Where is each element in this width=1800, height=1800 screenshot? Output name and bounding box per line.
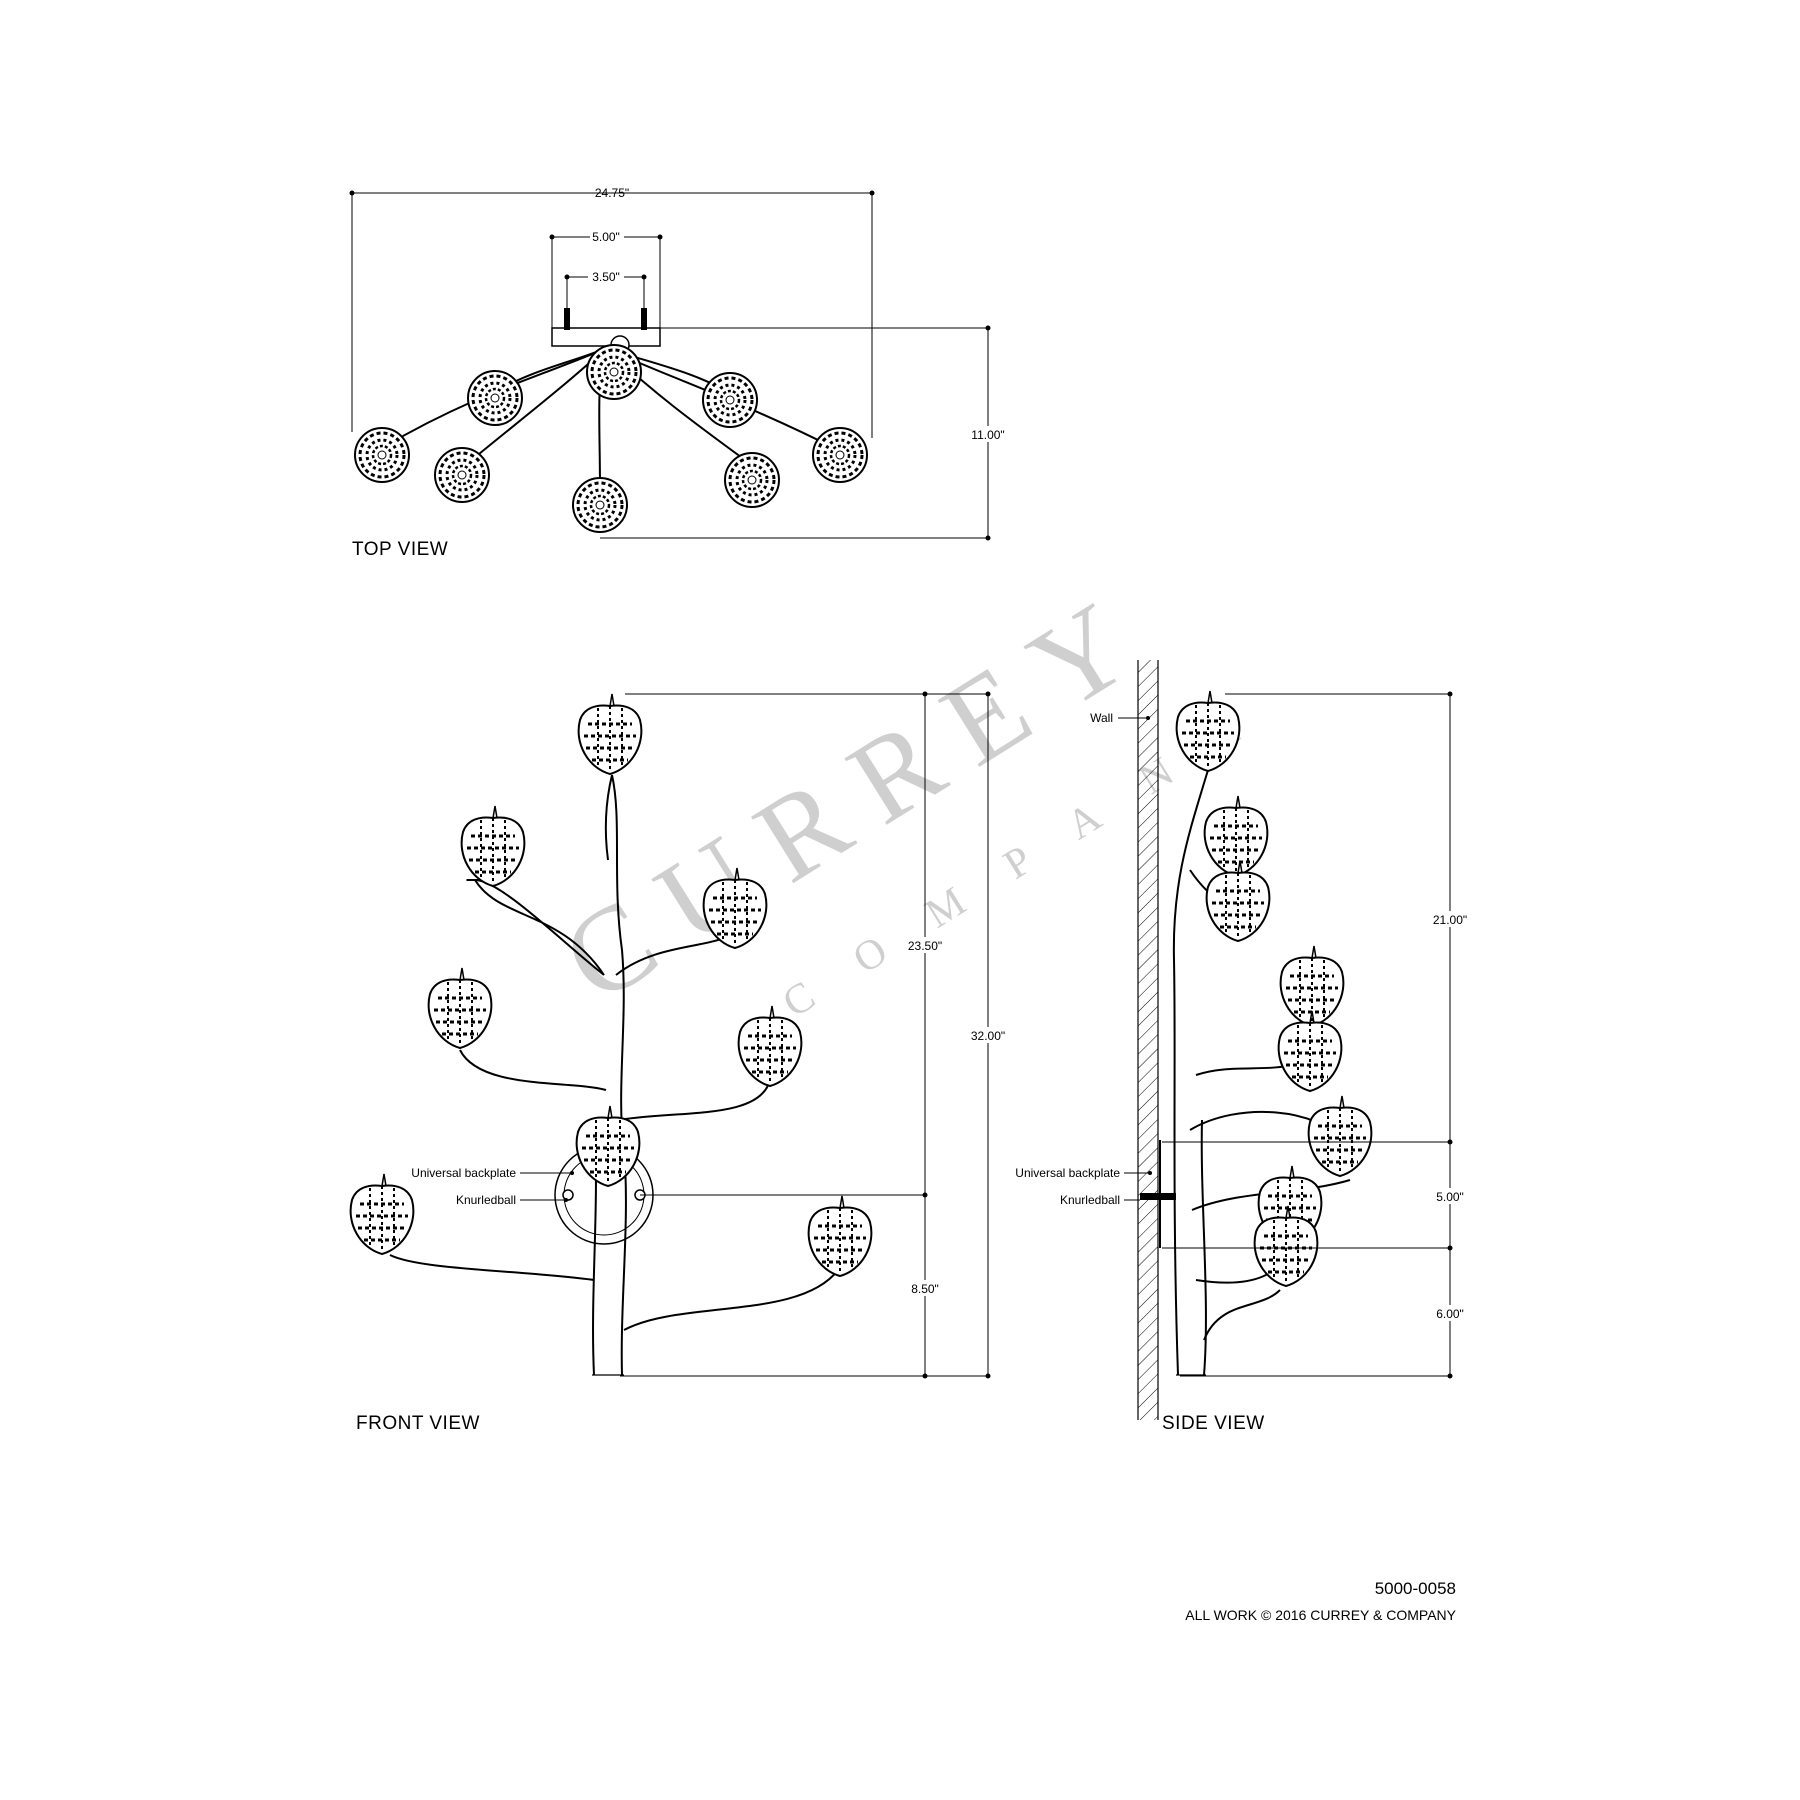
side-view-callouts: Wall Universal backplate Knurledball xyxy=(1015,711,1152,1207)
dim-top-backplate: 5.00" xyxy=(592,230,620,244)
label-wall: Wall xyxy=(1090,711,1113,725)
dim-top-depth: 11.00" xyxy=(971,428,1004,442)
front-view-dimensions: 23.50" 32.00" 8.50" xyxy=(620,691,1012,1379)
front-view-title: FRONT VIEW xyxy=(356,1413,480,1434)
copyright: ALL WORK © 2016 CURREY & COMPANY xyxy=(1185,1607,1456,1623)
dim-front-upper: 23.50" xyxy=(908,939,942,953)
watermark: CURREY COMPANY xyxy=(541,561,1301,1027)
label-front-knurledball: Knurledball xyxy=(456,1193,516,1207)
side-view-dimensions: 21.00" 5.00" 6.00" xyxy=(1162,691,1474,1379)
label-side-universal-backplate: Universal backplate xyxy=(1015,1166,1120,1180)
dim-side-mid: 5.00" xyxy=(1436,1190,1464,1204)
side-view-title: SIDE VIEW xyxy=(1162,1413,1265,1434)
dim-top-width: 24.75" xyxy=(595,186,629,200)
label-front-universal-backplate: Universal backplate xyxy=(411,1166,516,1180)
front-view-drawing xyxy=(349,692,873,1376)
label-side-knurledball: Knurledball xyxy=(1060,1193,1120,1207)
top-view-drawing xyxy=(353,308,869,534)
part-number: 5000-0058 xyxy=(1375,1579,1456,1598)
top-backplate xyxy=(551,327,661,347)
dim-front-total: 32.00" xyxy=(971,1029,1005,1043)
dim-side-upper: 21.00" xyxy=(1433,913,1467,927)
front-view-callouts: Universal backplate Knurledball xyxy=(411,1166,574,1207)
dim-side-lower: 6.00" xyxy=(1436,1307,1464,1321)
top-view-title: TOP VIEW xyxy=(352,539,448,560)
side-view-drawing xyxy=(1137,660,1373,1420)
dim-front-lower: 8.50" xyxy=(911,1282,939,1296)
wall xyxy=(1138,660,1158,1420)
top-view-dimensions: 24.75" 5.00" 3.50" 11.00" xyxy=(349,186,1014,541)
dim-top-mount: 3.50" xyxy=(592,270,620,284)
